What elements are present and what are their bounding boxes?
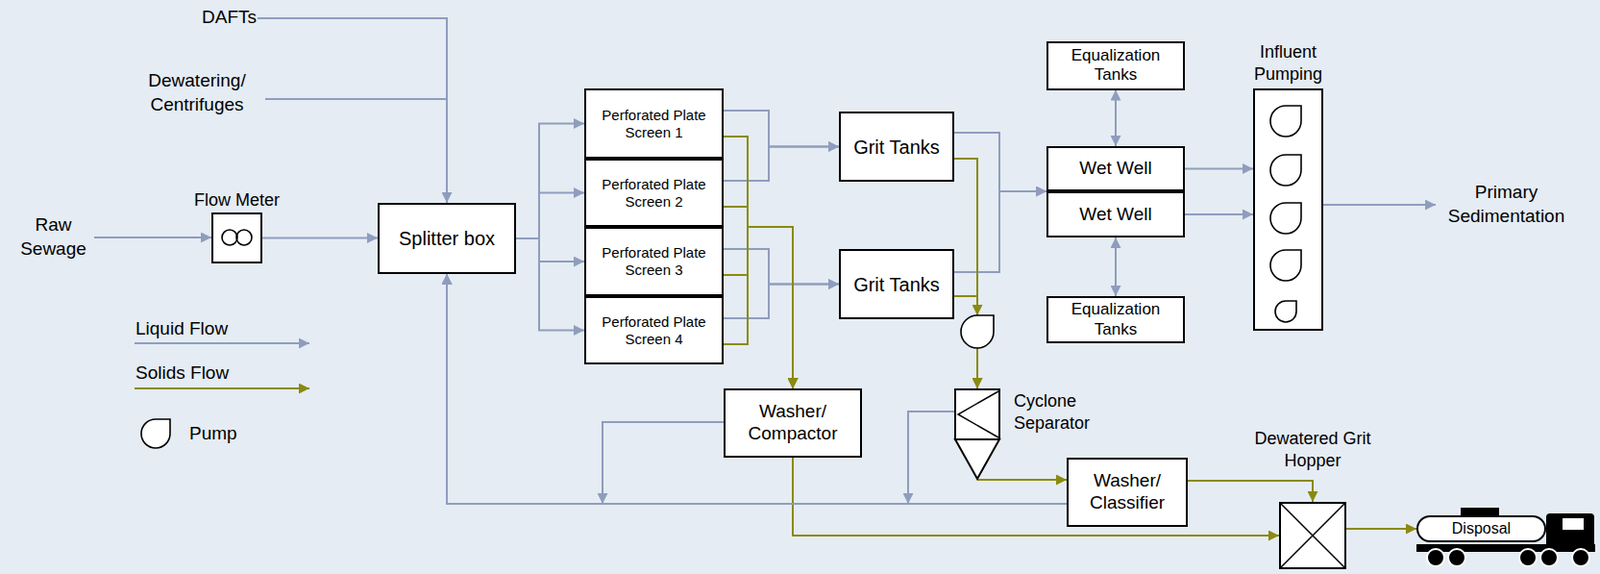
liquid-flow-line [954,191,1047,272]
flow-label: Dewatering/ Centrifuges [134,69,260,117]
solids-flow-line [1346,527,1417,530]
liquid-flow-line [723,248,839,285]
pump-inlet-arrow [976,299,979,316]
junction-arrow [907,485,910,504]
truck-drawing [1416,507,1596,567]
solids-flow-line [1187,480,1313,502]
node-label: Equalization Tanks [1053,299,1179,340]
node-label: Wet Well [1079,157,1152,180]
node-label: Grit Tanks [853,272,940,296]
meter-outline [213,214,261,262]
process-box: Grit Tanks [838,111,955,182]
legend-solids-sample [134,387,310,390]
flow-label: Primary Sedimentation [1441,180,1572,228]
process-box: Equalization Tanks [1046,295,1185,344]
process-box: Grit Tanks [838,248,955,320]
flow-label: DAFTs [201,5,270,30]
node-heading: Influent Pumping [1235,41,1342,85]
cyclone-node: Cyclone Separator [954,388,1001,480]
liquid-flow-line [723,110,839,148]
grit-pump-symbol [960,315,994,348]
process-box: Wet Well [1046,191,1185,238]
liquid-flow-line [262,237,378,240]
node-label: Grit Tanks [853,135,940,159]
junction-arrow [601,485,604,504]
node-label: Wet Well [1079,203,1152,226]
meter-node: Flow Meter [211,212,263,264]
liquid-flow-line [516,238,585,331]
node-heading: Cyclone Separator [1013,390,1120,434]
hopper-node: Dewatered Grit Hopper [1279,501,1347,569]
raw-sewage-line [94,236,212,239]
node-label: Equalization Tanks [1053,46,1179,86]
liquid-flow-line [723,147,839,182]
process-box: Equalization Tanks [1046,41,1185,91]
legend-liquid-sample [134,342,310,345]
pumps-node: Influent Pumping [1253,88,1324,331]
solids-flow-line [723,226,793,389]
node-label: Washer/ Compactor [735,400,851,445]
liquid-flow-line [1184,213,1254,216]
liquid-flow-line [1114,90,1117,148]
node-label: Washer/ Classifier [1074,469,1181,515]
cyclone-outline [954,388,1001,480]
node-label: Splitter box [398,226,495,250]
liquid-flow-line [1184,168,1254,171]
liquid-flow-line [1114,237,1117,296]
solids-flow-line [723,136,793,389]
process-box: Perforated Plate Screen 3 [584,226,724,296]
liquid-flow-line [954,132,1047,192]
node-label: Perforated Plate Screen 2 [601,175,708,211]
centrifuge-line [265,98,447,100]
solids-flow-line [792,457,1280,536]
solids-flow-line [723,226,793,389]
legend-text: Solids Flow [135,361,229,386]
node-heading: Dewatered Grit Hopper [1240,427,1385,471]
node-label: Perforated Plate Screen 4 [601,313,708,348]
process-box: Splitter box [377,202,517,274]
liquid-flow-line [516,193,585,240]
liquid-flow-line [516,123,585,240]
process-box: Perforated Plate Screen 1 [584,88,724,159]
process-box: Perforated Plate Screen 2 [584,158,724,227]
liquid-flow-line [446,273,724,504]
node-label: Disposal [1452,518,1511,538]
legend-text: Liquid Flow [135,317,228,342]
process-box: Washer/ Classifier [1066,457,1188,527]
solids-flow-line [954,158,978,389]
process-box: Disposal [1416,515,1547,542]
liquid-flow-line [516,238,585,262]
process-box: Washer/ Compactor [723,388,862,458]
process-box: Perforated Plate Screen 4 [584,295,724,365]
pumps-outline [1255,90,1322,329]
process-box: Wet Well [1046,146,1185,192]
solids-flow-line [977,478,1067,481]
liquid-flow-line [723,284,839,320]
node-label: Perforated Plate Screen 3 [601,244,708,279]
node-label: Perforated Plate Screen 1 [601,106,708,142]
legend-pump-symbol [141,418,171,448]
solids-flow-line [723,206,793,389]
flow-label: Raw Sewage [7,213,99,261]
hopper-outline [1280,503,1345,567]
legend-text: Pump [189,421,238,446]
effluent-line [1323,203,1436,206]
dafts-line [257,18,447,203]
liquid-flow-line [446,273,1067,504]
node-heading: Flow Meter [170,189,305,212]
